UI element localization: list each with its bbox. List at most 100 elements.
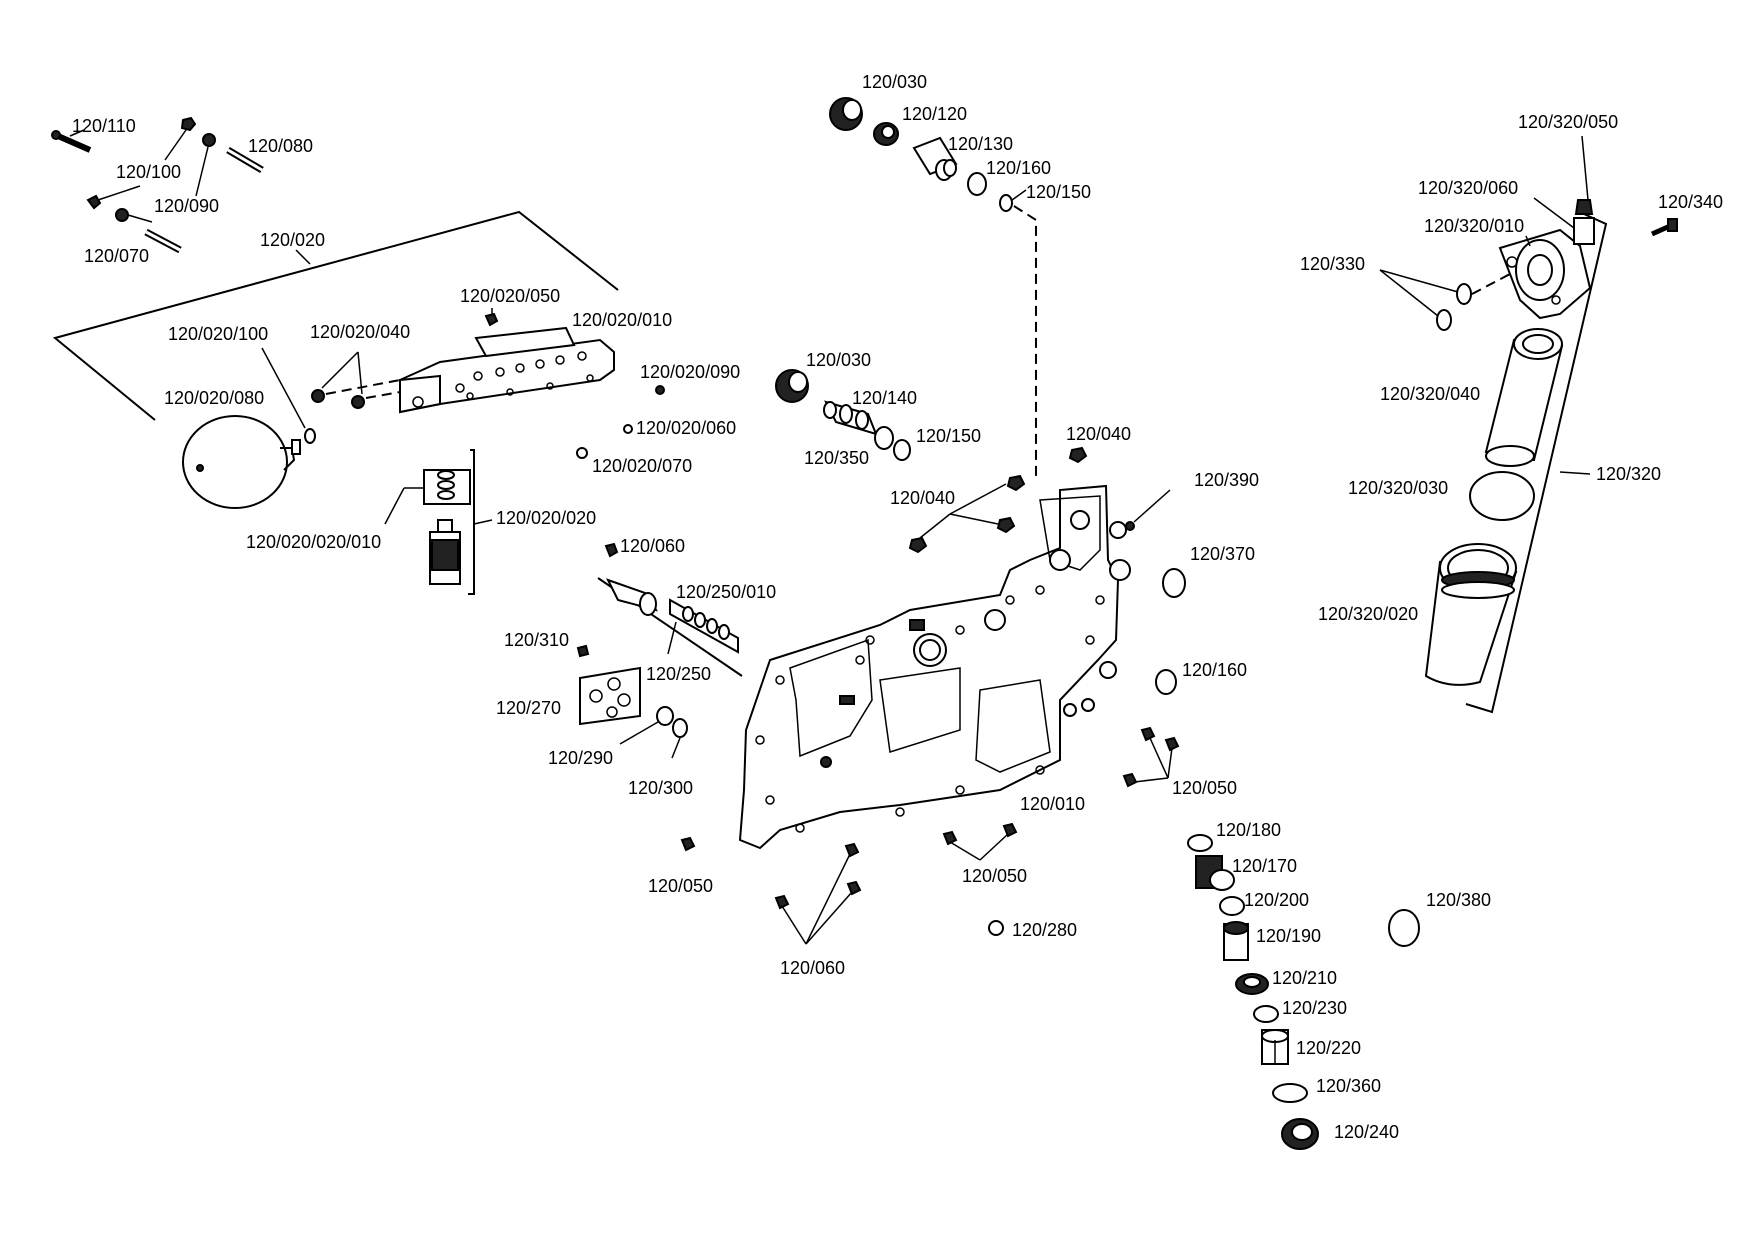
plug-120-060-b — [774, 894, 790, 910]
washer-120-210 — [1235, 973, 1269, 995]
leader-120-110 — [69, 129, 85, 137]
plug-120-050-d — [680, 836, 696, 852]
plug-120-030-b — [775, 369, 809, 403]
label-120-050-b: 120/050 — [648, 876, 713, 896]
label-120-020-060: 120/020/060 — [636, 418, 736, 438]
oring-120-020-100 — [304, 428, 316, 444]
label-120-070: 120/070 — [84, 246, 149, 266]
plug-120-090 — [202, 133, 216, 147]
leader-120-090 — [195, 146, 209, 197]
leader-120-320-060 — [1533, 197, 1575, 229]
filter-bowl-120-320-020 — [1424, 543, 1518, 686]
label-120-050-a: 120/050 — [1172, 778, 1237, 798]
label-120-020-100: 120/020/100 — [168, 324, 268, 344]
plug-120-040-b — [1006, 474, 1026, 492]
leader-120-300 — [671, 737, 681, 759]
label-120-030-a: 120/030 — [862, 72, 927, 92]
plug-120-060-c — [846, 880, 862, 896]
label-120-090: 120/090 — [154, 196, 219, 216]
label-120-290: 120/290 — [548, 748, 613, 768]
oring-120-330-a — [1456, 283, 1472, 305]
plug-120-050-b — [1164, 736, 1180, 752]
leader-120-040-b-2 — [949, 513, 999, 525]
leader-120-050-a-1 — [1149, 737, 1169, 779]
leader-120-060-b-2 — [805, 891, 853, 945]
leader-120-100-b — [97, 185, 141, 201]
label-120-060-b: 120/060 — [780, 958, 845, 978]
label-120-110: 120/110 — [72, 116, 136, 136]
label-120-320-040: 120/320/040 — [1380, 384, 1480, 404]
label-120-340: 120/340 — [1658, 192, 1723, 212]
label-120-030-b: 120/030 — [806, 350, 871, 370]
plug-120-070 — [115, 208, 129, 222]
dashed-path-120-150 — [1013, 205, 1037, 480]
oring-120-300 — [672, 718, 688, 738]
label-120-080: 120/080 — [248, 136, 313, 156]
leader-120-020-040-b — [357, 351, 363, 395]
screw-120-310 — [576, 644, 590, 658]
oring-120-320-030 — [1469, 471, 1535, 521]
label-120-210: 120/210 — [1272, 968, 1337, 988]
leader-120-020-020-010 — [384, 487, 405, 525]
pin-120-070 — [144, 228, 182, 254]
leader-120-320-050 — [1581, 135, 1589, 201]
label-120-310: 120/310 — [504, 630, 569, 650]
leader-120-050-a-3 — [1133, 777, 1169, 783]
plug-120-100 — [180, 116, 197, 132]
label-120-050-c: 120/050 — [962, 866, 1027, 886]
leader-120-020 — [295, 249, 311, 265]
leader-120-390 — [1133, 489, 1171, 523]
plug-120-060-d — [844, 842, 860, 858]
oring-120-380 — [1388, 909, 1420, 947]
leader-120-290 — [619, 721, 659, 745]
leader-120-040-b-1 — [949, 483, 1007, 515]
label-120-220: 120/220 — [1296, 1038, 1361, 1058]
filter-head-120-320-010 — [1498, 228, 1592, 320]
label-120-020-020-010: 120/020/020/010 — [246, 532, 381, 552]
label-120-250: 120/250 — [646, 664, 711, 684]
label-120-330: 120/330 — [1300, 254, 1365, 274]
label-120-020: 120/020 — [260, 230, 325, 250]
sensor-120-320-050 — [1573, 199, 1595, 245]
leader-120-320-010 — [1525, 235, 1531, 247]
label-120-380: 120/380 — [1426, 890, 1491, 910]
label-120-160-a: 120/160 — [986, 158, 1051, 178]
plug-120-050-e — [942, 830, 958, 846]
screws-120-020-040 — [311, 379, 401, 409]
label-120-320-030: 120/320/030 — [1348, 478, 1448, 498]
oring-120-360 — [1272, 1083, 1308, 1103]
oring-120-290 — [656, 706, 674, 726]
plug-120-050-f — [1002, 822, 1018, 838]
leader-120-250 — [667, 621, 677, 655]
oring-120-370 — [1162, 568, 1186, 598]
spool-120-140 — [823, 400, 878, 436]
oring-120-020-070 — [576, 447, 588, 459]
oring-120-150-a — [999, 194, 1013, 212]
label-120-320-060: 120/320/060 — [1418, 178, 1518, 198]
valve-block-120-020-010 — [399, 326, 615, 414]
oring-120-330-b — [1436, 309, 1452, 331]
leader-120-070 — [127, 214, 153, 223]
label-120-250-010: 120/250/010 — [676, 582, 776, 602]
leader-120-020-100 — [261, 347, 306, 429]
label-120-190: 120/190 — [1256, 926, 1321, 946]
leader-120-020-040-a — [321, 351, 359, 389]
label-120-200: 120/200 — [1244, 890, 1309, 910]
plug-120-040-d — [908, 536, 928, 554]
label-120-360: 120/360 — [1316, 1076, 1381, 1096]
label-120-160-b: 120/160 — [1182, 660, 1247, 680]
leader-120-100 — [164, 129, 187, 161]
oring-120-280 — [988, 920, 1004, 936]
label-120-390: 120/390 — [1194, 470, 1259, 490]
filter-element-120-320-040 — [1484, 328, 1564, 467]
piston-120-130 — [912, 136, 958, 181]
label-120-020-040: 120/020/040 — [310, 322, 410, 342]
label-120-020-070: 120/020/070 — [592, 456, 692, 476]
oring-120-180 — [1187, 834, 1213, 852]
oring-120-230 — [1253, 1005, 1279, 1023]
label-120-010: 120/010 — [1020, 794, 1085, 814]
label-120-320: 120/320 — [1596, 464, 1661, 484]
leader-120-330-a — [1379, 269, 1459, 293]
leader-120-060-b-3 — [805, 853, 851, 945]
